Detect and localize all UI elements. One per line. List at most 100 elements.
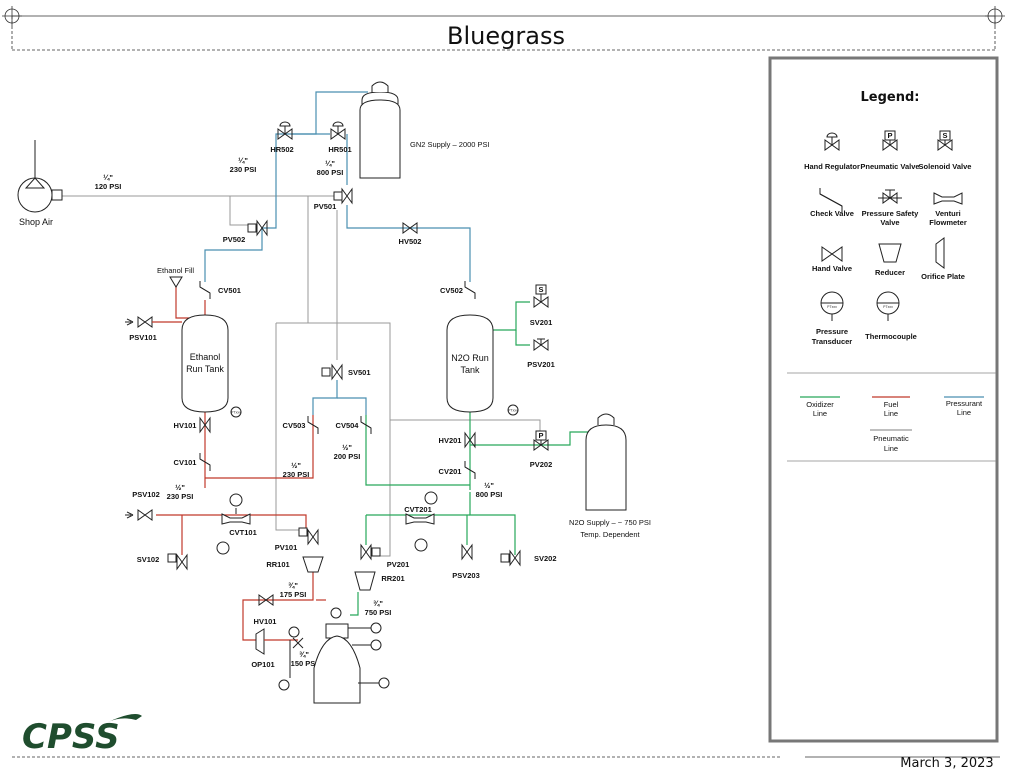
pv101-label: PV101 [275,543,298,552]
pneumatic-valve-pv101[interactable] [307,529,319,545]
legend-panel [768,56,999,743]
sv202-label: SV202 [534,554,557,563]
solenoid-valve-sv201[interactable]: S [533,284,549,308]
pressure-transducer-icon [414,538,428,552]
cv501-label: CV501 [218,286,241,295]
legend-pneumatic-label: Pneumatic [873,434,909,443]
pv201-label: PV201 [387,560,410,569]
sv202-actuator [500,553,510,563]
pressure-size: ¾" [288,581,298,590]
venturi-flowmeter-cvt201[interactable] [405,513,435,525]
check-valve-cv502[interactable] [464,280,476,300]
gn2-supply-label: GN2 Supply – 2000 PSI [410,140,490,149]
psv101-label: PSV101 [129,333,157,342]
legend-venturi-label: Venturi [935,209,960,218]
psv203-label: PSV203 [452,571,480,580]
orifice-plate-op101[interactable] [255,628,265,655]
legend-oxidizer-label: Oxidizer [806,400,834,409]
solenoid-valve-sv501[interactable] [331,364,343,380]
pneumatic-valve-pv501[interactable] [341,188,353,204]
hand-regulator-hr502[interactable] [277,121,293,140]
logo-swoosh-icon [108,714,142,722]
pneumatic-valve-pv202[interactable]: P [533,430,549,451]
legend-psv-label: Valve [880,218,899,227]
pressure-size: ½" [484,481,494,490]
rr201-label: RR201 [381,574,404,583]
svg-text:S: S [538,285,543,294]
legend-fuel-label: Fuel [884,400,899,409]
pv501-actuator [333,191,343,201]
pressure-safety-valve-psv203[interactable] [461,544,473,560]
legend-fuel-label: Line [884,409,898,418]
legend-oxidizer-label: Line [813,409,827,418]
reducer-icon [878,243,902,263]
pressure-rating: 800 PSI [476,490,503,499]
ethanol-fill-label: Ethanol Fill [157,266,194,275]
legend-pressurant-label: Line [957,408,971,417]
legend-pt-label: Pressure [816,327,848,336]
date-label: March 3, 2023 [900,756,993,771]
crosshair-icon [2,6,22,26]
svg-text:PTxxx: PTxxx [231,411,241,415]
shop-air-compressor [17,140,63,213]
cv504-label: CV504 [336,421,360,430]
cv502-label: CV502 [440,286,463,295]
orifice-plate-icon [935,237,945,269]
pv201-actuator [371,547,381,557]
crosshair-icon [985,6,1005,26]
sv501-actuator [321,367,331,377]
cvt101-label: CVT101 [229,528,257,537]
ethanol-fill-funnel-icon [169,276,183,288]
pressure-rating: 750 PSI [365,608,392,617]
pressure-transducer-icon [424,491,438,505]
pressure-safety-valve-icon [878,189,902,204]
engine-chamber [313,623,361,704]
rr101-label: RR101 [266,560,289,569]
legend-check-valve-label: Check Valve [810,209,854,218]
ethanol-tank-label: Run Tank [186,364,224,374]
cv101-label: CV101 [174,458,197,467]
legend-orifice-plate-label: Orifice Plate [921,272,965,281]
legend-hand-valve-label: Hand Valve [812,264,852,273]
solenoid-valve-sv102[interactable] [176,554,188,570]
psv201-label: PSV201 [527,360,555,369]
n2o-tank-label: Tank [460,365,480,375]
cvt201-label: CVT201 [404,505,432,514]
pressure-safety-valve-psv102[interactable] [125,509,153,521]
n2o-tank-label: N2O Run [451,353,489,363]
pressure-transducer-icon: PTxxx [230,406,242,418]
solenoid-valve-icon: S [937,130,953,151]
venturi-flowmeter-icon [933,192,963,205]
pressure-size: ¼" [103,173,113,182]
sv102-label: SV102 [137,555,160,564]
pressure-rating: 175 PSI [280,590,307,599]
pv101-actuator [298,527,308,537]
legend-title: Legend: [861,90,920,105]
pressure-transducer-icon [278,679,290,691]
hand-regulator-hr501[interactable] [330,121,346,140]
pressure-rating: 200 PSI [334,452,361,461]
pressure-size: ½" [342,443,352,452]
ethanol-tank-label: Ethanol [190,352,221,362]
svg-text:P: P [887,131,892,140]
reducer-rr101[interactable] [302,556,324,573]
venturi-flowmeter-cvt101[interactable] [221,508,251,525]
fuel-lines [156,285,326,641]
pressure-size: ¾" [299,650,309,659]
sv102-actuator [167,553,177,563]
check-valve-cv501[interactable] [199,280,211,300]
pressure-size: ¾" [373,599,383,608]
pneumatic-valve-pv201[interactable] [360,544,372,560]
pressure-rating: 230 PSI [167,492,194,501]
pressure-transducer-icon: PTxxx [507,404,519,416]
hv101-label: HV101 [174,421,197,430]
pressure-safety-valve-psv101[interactable] [125,316,153,328]
pressure-size: ¼" [325,159,335,168]
hv101-bottom-label: HV101 [254,617,277,626]
pressure-safety-valve-psv201[interactable] [533,338,549,351]
check-valve-icon [819,188,843,212]
oxidizer-lines [350,301,590,616]
legend-pt-label: Transducer [812,337,853,346]
reducer-rr201[interactable] [354,571,376,591]
